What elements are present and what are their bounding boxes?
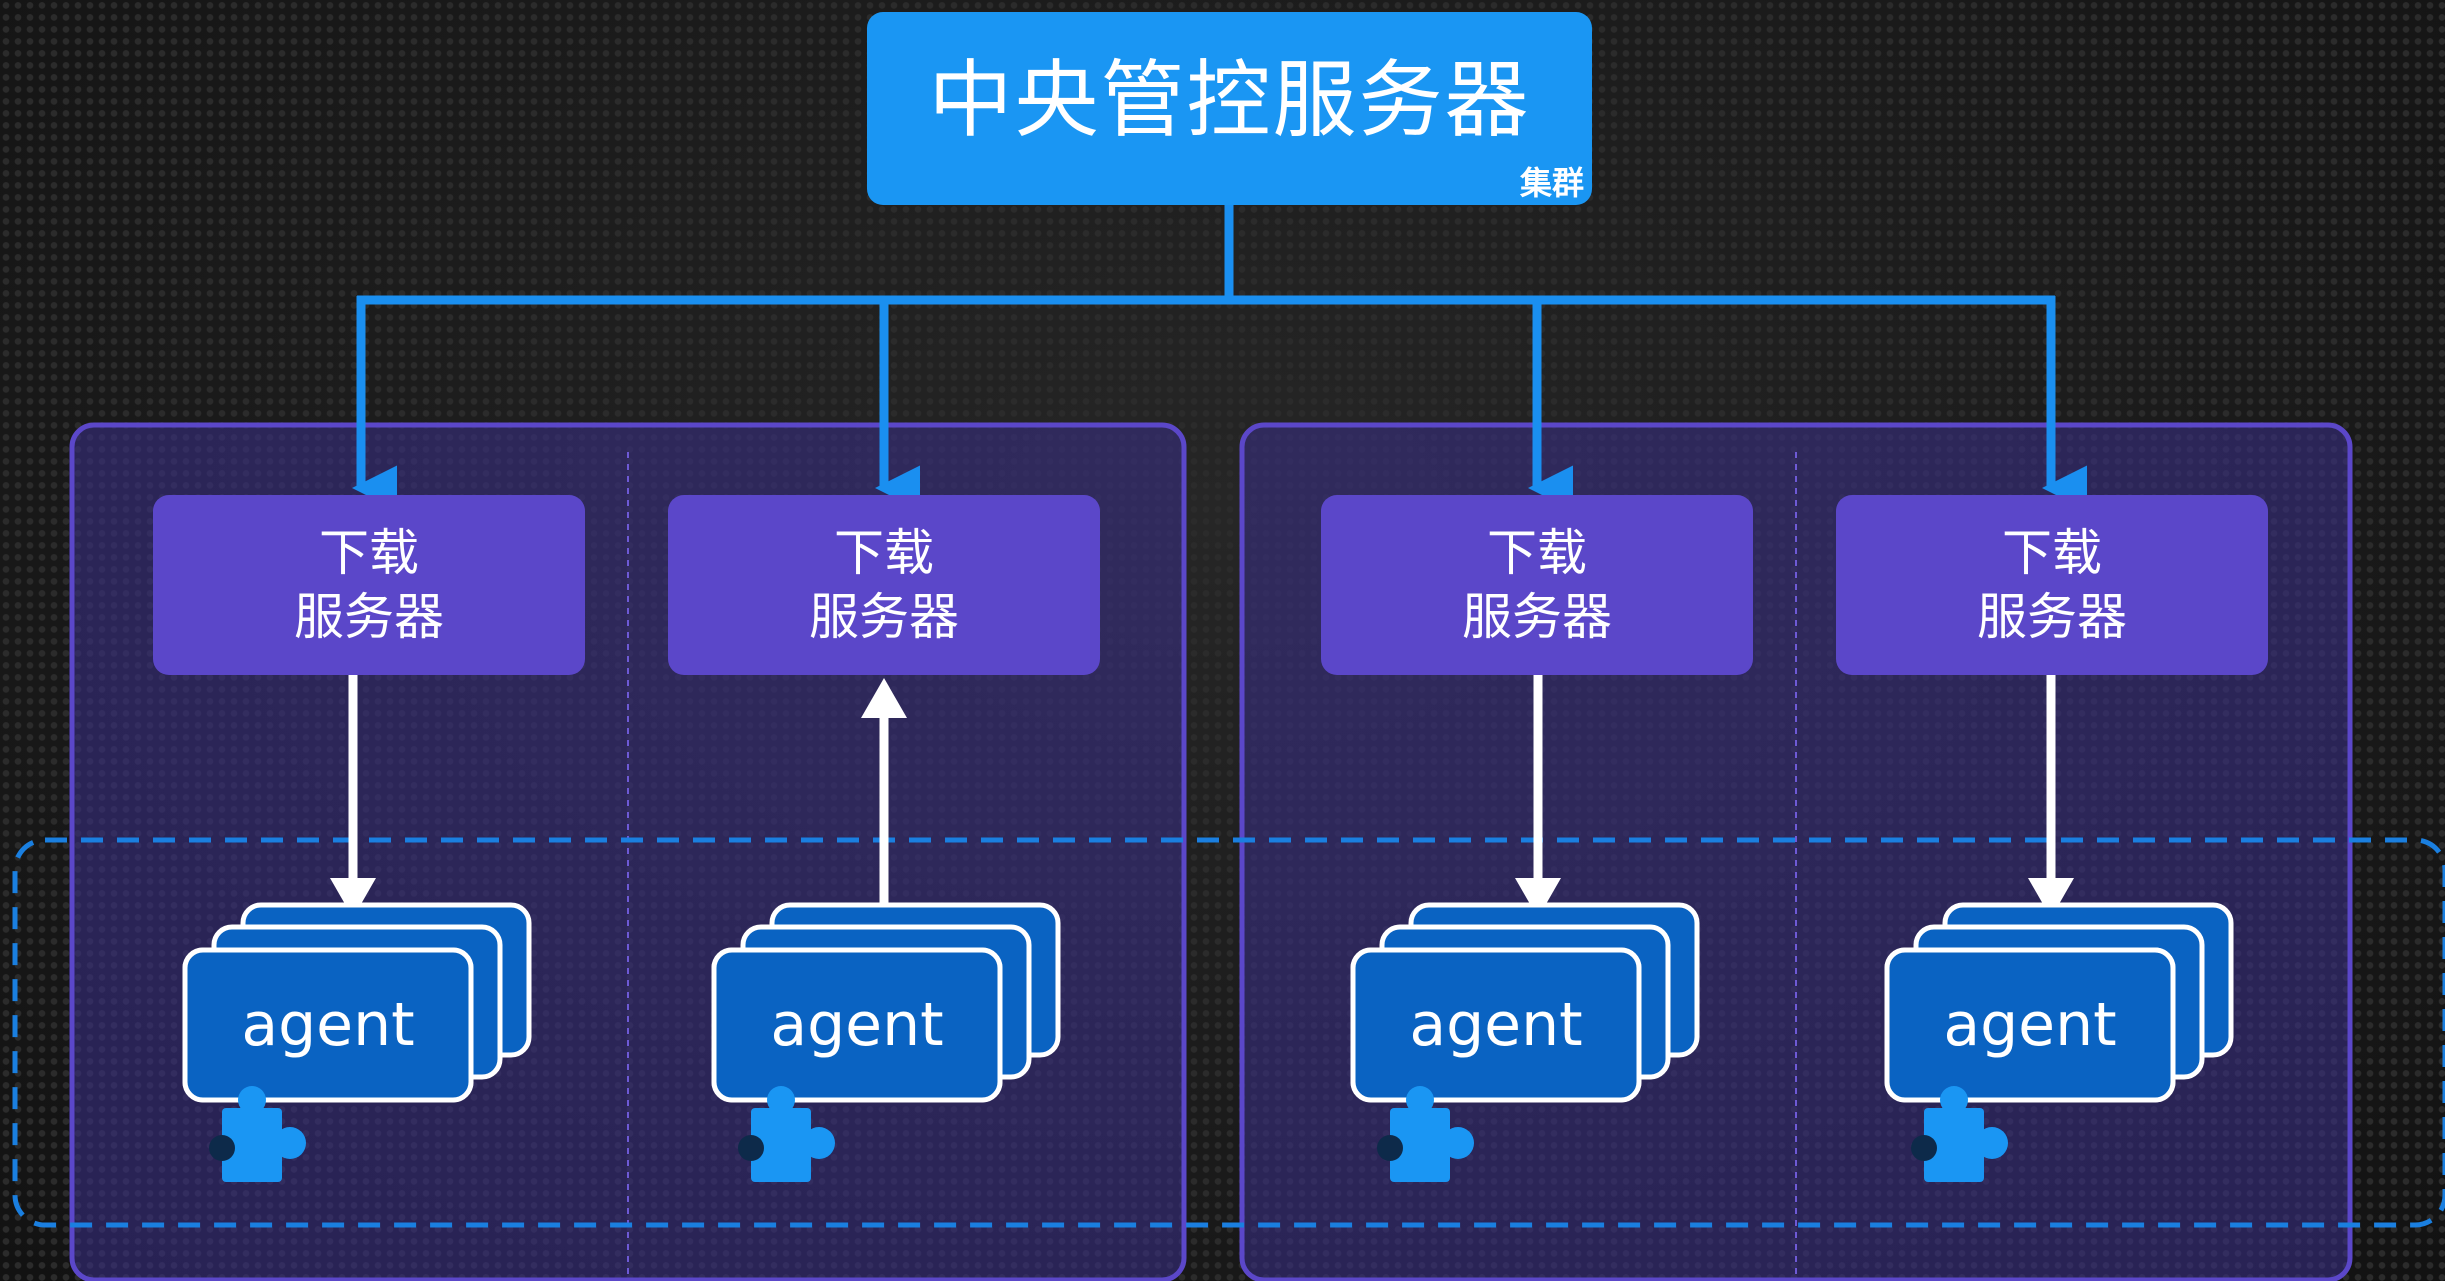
arrow-down-icon	[330, 675, 376, 918]
download-server-label-line2: 服务器	[809, 588, 959, 646]
agent-label: agent	[1943, 990, 2117, 1060]
download-server-label-line1: 下载	[2002, 524, 2102, 582]
agent-label: agent	[241, 990, 415, 1060]
puzzle-piece-icon	[738, 1086, 835, 1182]
agent-card-1	[182, 947, 474, 1103]
puzzle-piece-icon	[1377, 1086, 1474, 1182]
agent-card-4	[1884, 947, 2176, 1103]
download-server-2: 下载 服务器	[668, 495, 1100, 675]
agent-card-2	[711, 947, 1003, 1103]
download-server-label-line2: 服务器	[1462, 588, 1612, 646]
download-server-label-line2: 服务器	[294, 588, 444, 646]
agent-label: agent	[1409, 990, 1583, 1060]
puzzle-piece-icon	[209, 1086, 306, 1182]
agent-card-3	[1350, 947, 1642, 1103]
arrow-up-icon	[861, 678, 907, 903]
central-server-title: 中央管控服务器	[928, 51, 1531, 149]
arrow-down-icon	[2028, 675, 2074, 918]
download-server-4: 下载 服务器	[1836, 495, 2268, 675]
download-server-label-line1: 下载	[1487, 524, 1587, 582]
download-server-3: 下载 服务器	[1321, 495, 1753, 675]
agent-group-dashed-border	[12, 837, 2445, 1228]
puzzle-piece-icon	[1911, 1086, 2008, 1182]
central-server-cluster-label: 集群	[1519, 164, 1584, 202]
download-server-label-line2: 服务器	[1977, 588, 2127, 646]
central-server-box: 中央管控服务器 集群	[867, 12, 1592, 205]
arrow-down-icon	[1515, 675, 1561, 918]
download-server-label-line1: 下载	[319, 524, 419, 582]
download-server-1: 下载 服务器	[153, 495, 585, 675]
download-server-label-line1: 下载	[834, 524, 934, 582]
agent-label: agent	[770, 990, 944, 1060]
